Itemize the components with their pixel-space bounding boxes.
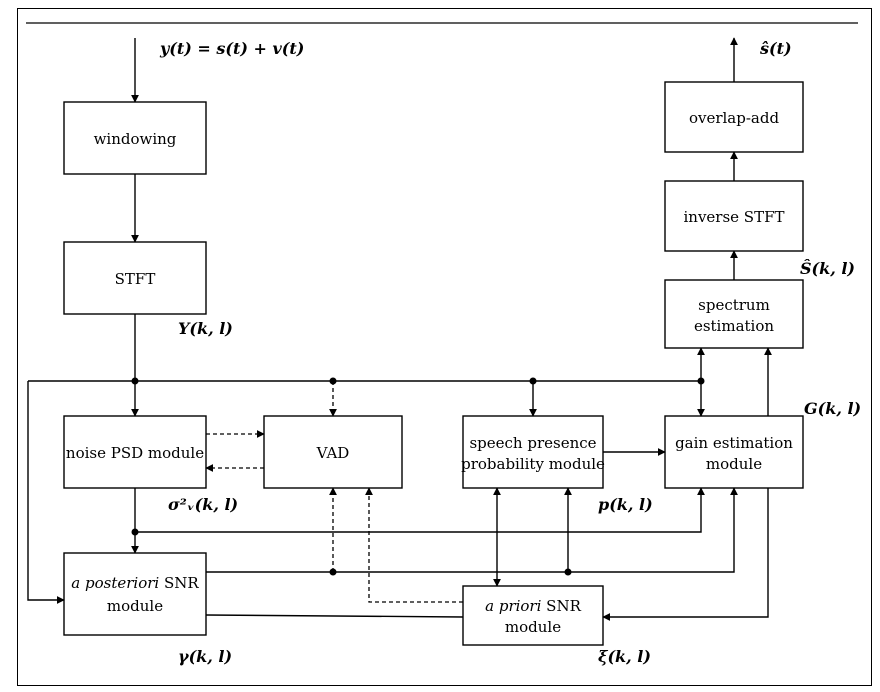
a-priori-italic: a priori	[485, 597, 541, 615]
sigma-to-gain-arrow	[135, 487, 705, 533]
G-to-a-priori-arrow	[602, 488, 769, 621]
junction-dot	[697, 377, 705, 385]
gain-estimation-block	[664, 415, 804, 489]
windowing-block	[63, 101, 207, 175]
a-priori-snr-text: SNR	[541, 597, 581, 615]
stft-block	[63, 241, 207, 315]
windowing-label: windowing	[94, 130, 177, 148]
junction-dot	[329, 377, 337, 385]
spectrum-estimation-label-2: estimation	[694, 317, 774, 335]
G-label: G(k, l)	[804, 399, 861, 418]
spectrum-estimation-block	[664, 279, 804, 349]
gain-estimation-label-1: gain estimation	[675, 434, 793, 452]
gamma-to-gain-arrow	[206, 487, 738, 573]
a-posteriori-snr-text: SNR	[159, 574, 199, 592]
junction-dot	[131, 377, 139, 385]
a-posteriori-snr-label-1: a posteriori SNR	[71, 574, 199, 592]
speech-presence-label-1: speech presence	[469, 434, 596, 452]
S-hat-label: Ŝ(k, l)	[800, 258, 855, 278]
sigma-label: σ²ᵥ(k, l)	[168, 495, 238, 514]
speech-presence-label-2: probability module	[461, 455, 605, 473]
p-label: p(k, l)	[598, 495, 653, 514]
gain-estimation-label-2: module	[706, 455, 762, 473]
junction-dot	[131, 528, 139, 536]
speech-presence-block	[462, 415, 604, 489]
output-signal-label: ŝ(t)	[759, 39, 792, 58]
inverse-stft-label: inverse STFT	[683, 208, 784, 226]
a-priori-snr-label-1: a priori SNR	[485, 597, 581, 615]
vad-block	[263, 415, 403, 489]
noise-psd-block	[63, 415, 207, 489]
junction-dot	[529, 377, 537, 385]
noise-psd-label: noise PSD module	[66, 444, 204, 462]
a-posteriori-italic: a posteriori	[71, 574, 159, 592]
overlap-add-label: overlap-add	[689, 109, 780, 127]
Y-to-a-posteriori-arrow	[27, 381, 65, 604]
gamma-label: γ(k, l)	[178, 647, 232, 666]
gamma-to-a-priori-line	[205, 614, 464, 618]
a-posteriori-snr-label-2: module	[107, 597, 163, 615]
a-posteriori-snr-block	[63, 552, 207, 636]
Y-label: Y(k, l)	[178, 319, 233, 338]
input-signal-label: y(t) = s(t) + v(t)	[159, 39, 304, 58]
spectrum-estimation-label-1: spectrum	[698, 296, 770, 314]
junction-dot	[329, 568, 337, 576]
a-priori-snr-block	[462, 585, 604, 646]
a-priori-snr-label-2: module	[505, 618, 561, 636]
vad-label: VAD	[316, 444, 350, 462]
inverse-stft-block	[664, 180, 804, 252]
xi-to-vad-dashed-arrow	[365, 487, 463, 603]
diagram-frame	[17, 8, 872, 686]
xi-label: ξ(k, l)	[598, 647, 651, 666]
overlap-add-block	[664, 81, 804, 153]
stft-label: STFT	[115, 270, 156, 288]
junction-dot	[564, 568, 572, 576]
